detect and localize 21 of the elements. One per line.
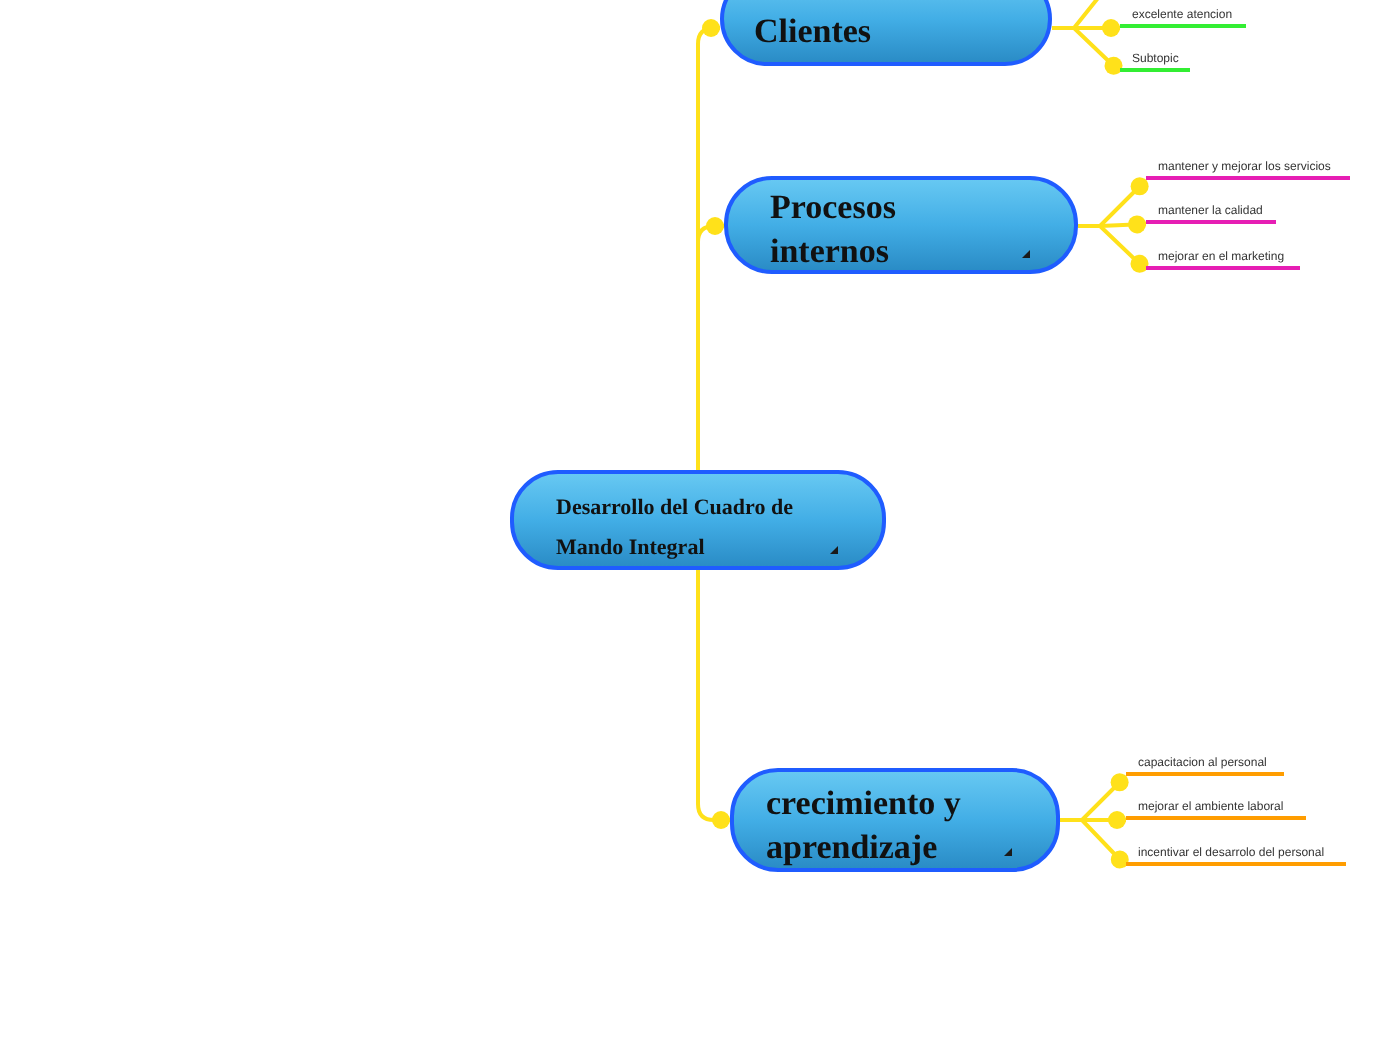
underlined-subtopic	[1146, 204, 1276, 224]
underlined-subtopic	[1146, 250, 1300, 270]
connector	[1052, 26, 1123, 75]
underlined-subtopic	[1126, 800, 1306, 820]
underlined-subtopic	[1126, 756, 1284, 776]
topic-title: crecimiento y aprendizaje	[766, 782, 963, 870]
topic-box	[730, 768, 1060, 872]
underlined-subtopic	[1146, 160, 1350, 180]
connector	[1060, 818, 1129, 869]
central-topic-title: Desarrollo del Cuadro de Mando Integral	[556, 494, 795, 564]
topic-box	[724, 176, 1078, 274]
connector	[696, 217, 724, 470]
connector	[1078, 224, 1149, 273]
connector	[696, 570, 730, 829]
underlined-subtopic	[1120, 52, 1190, 72]
topic-title: Procesos internos	[770, 186, 898, 274]
topic-box	[720, 0, 1052, 66]
underlined-subtopic	[1126, 846, 1346, 866]
central-topic-box	[510, 470, 886, 570]
underlined-subtopic	[1120, 8, 1246, 28]
topic-title: Clientes	[754, 10, 874, 54]
